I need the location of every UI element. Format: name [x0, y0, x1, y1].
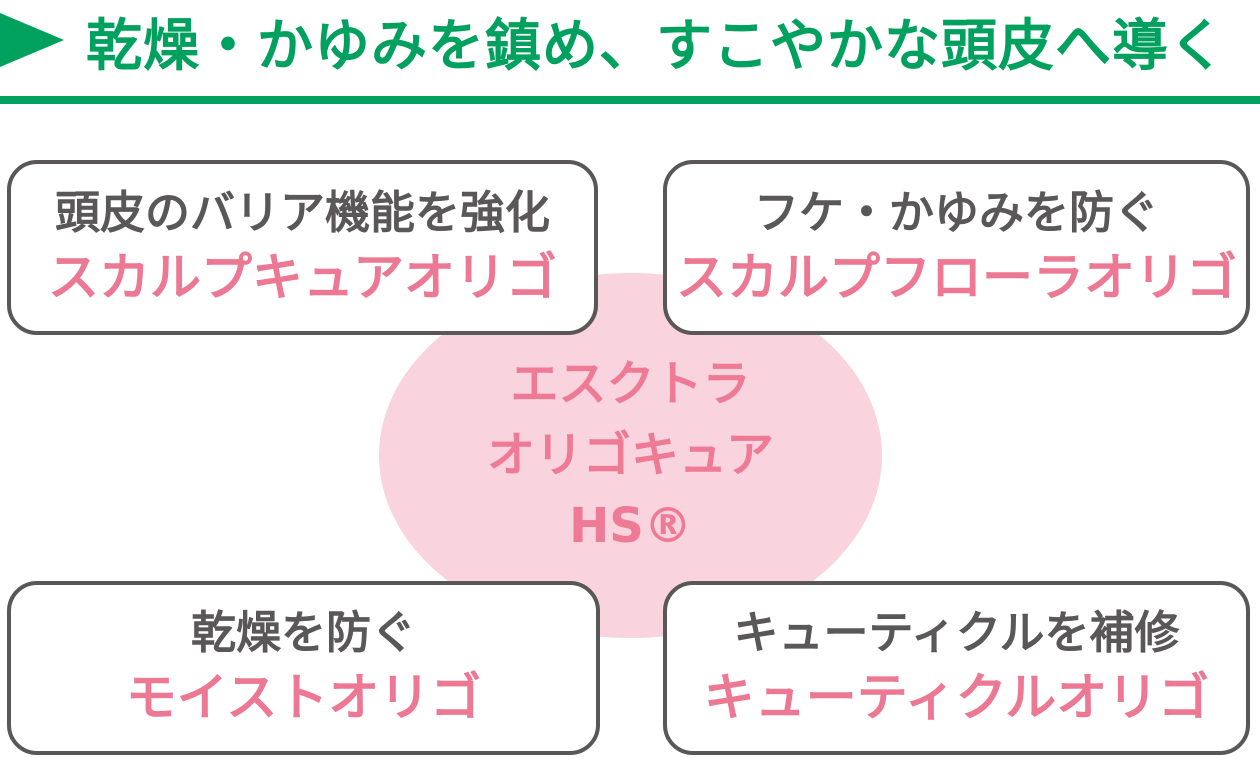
- page-title: 乾燥・かゆみを鎮め、すこやかな頭皮へ導く: [86, 14, 1226, 79]
- ingredient-text: スカルプフローラオリゴ: [675, 248, 1237, 308]
- benefit-text: 頭皮のバリア機能を強化: [54, 185, 550, 239]
- right-arrow-icon: [0, 13, 64, 67]
- ingredient-text: モイストオリゴ: [125, 669, 482, 728]
- header-underline: [0, 96, 1260, 104]
- benefit-text: 乾燥を防ぐ: [190, 606, 416, 659]
- benefit-text: フケ・かゆみを防ぐ: [753, 185, 1159, 239]
- benefit-box-dryness: 乾燥を防ぐ モイストオリゴ: [7, 581, 600, 755]
- benefit-box-cuticle: キューティクルを補修 キューティクルオリゴ: [663, 581, 1250, 755]
- benefit-text: キューティクルを補修: [733, 606, 1180, 659]
- ingredient-text: スカルプキュアオリゴ: [48, 248, 557, 308]
- center-ellipse-line-3: HS®: [569, 498, 692, 554]
- benefit-box-dandruff: フケ・かゆみを防ぐ スカルプフローラオリゴ: [663, 160, 1250, 335]
- benefit-box-barrier: 頭皮のバリア機能を強化 スカルプキュアオリゴ: [7, 160, 598, 335]
- ingredient-text: キューティクルオリゴ: [703, 669, 1210, 728]
- center-ellipse-line-2: オリゴキュア: [486, 427, 775, 483]
- center-ellipse-line-1: エスクトラ: [510, 356, 751, 412]
